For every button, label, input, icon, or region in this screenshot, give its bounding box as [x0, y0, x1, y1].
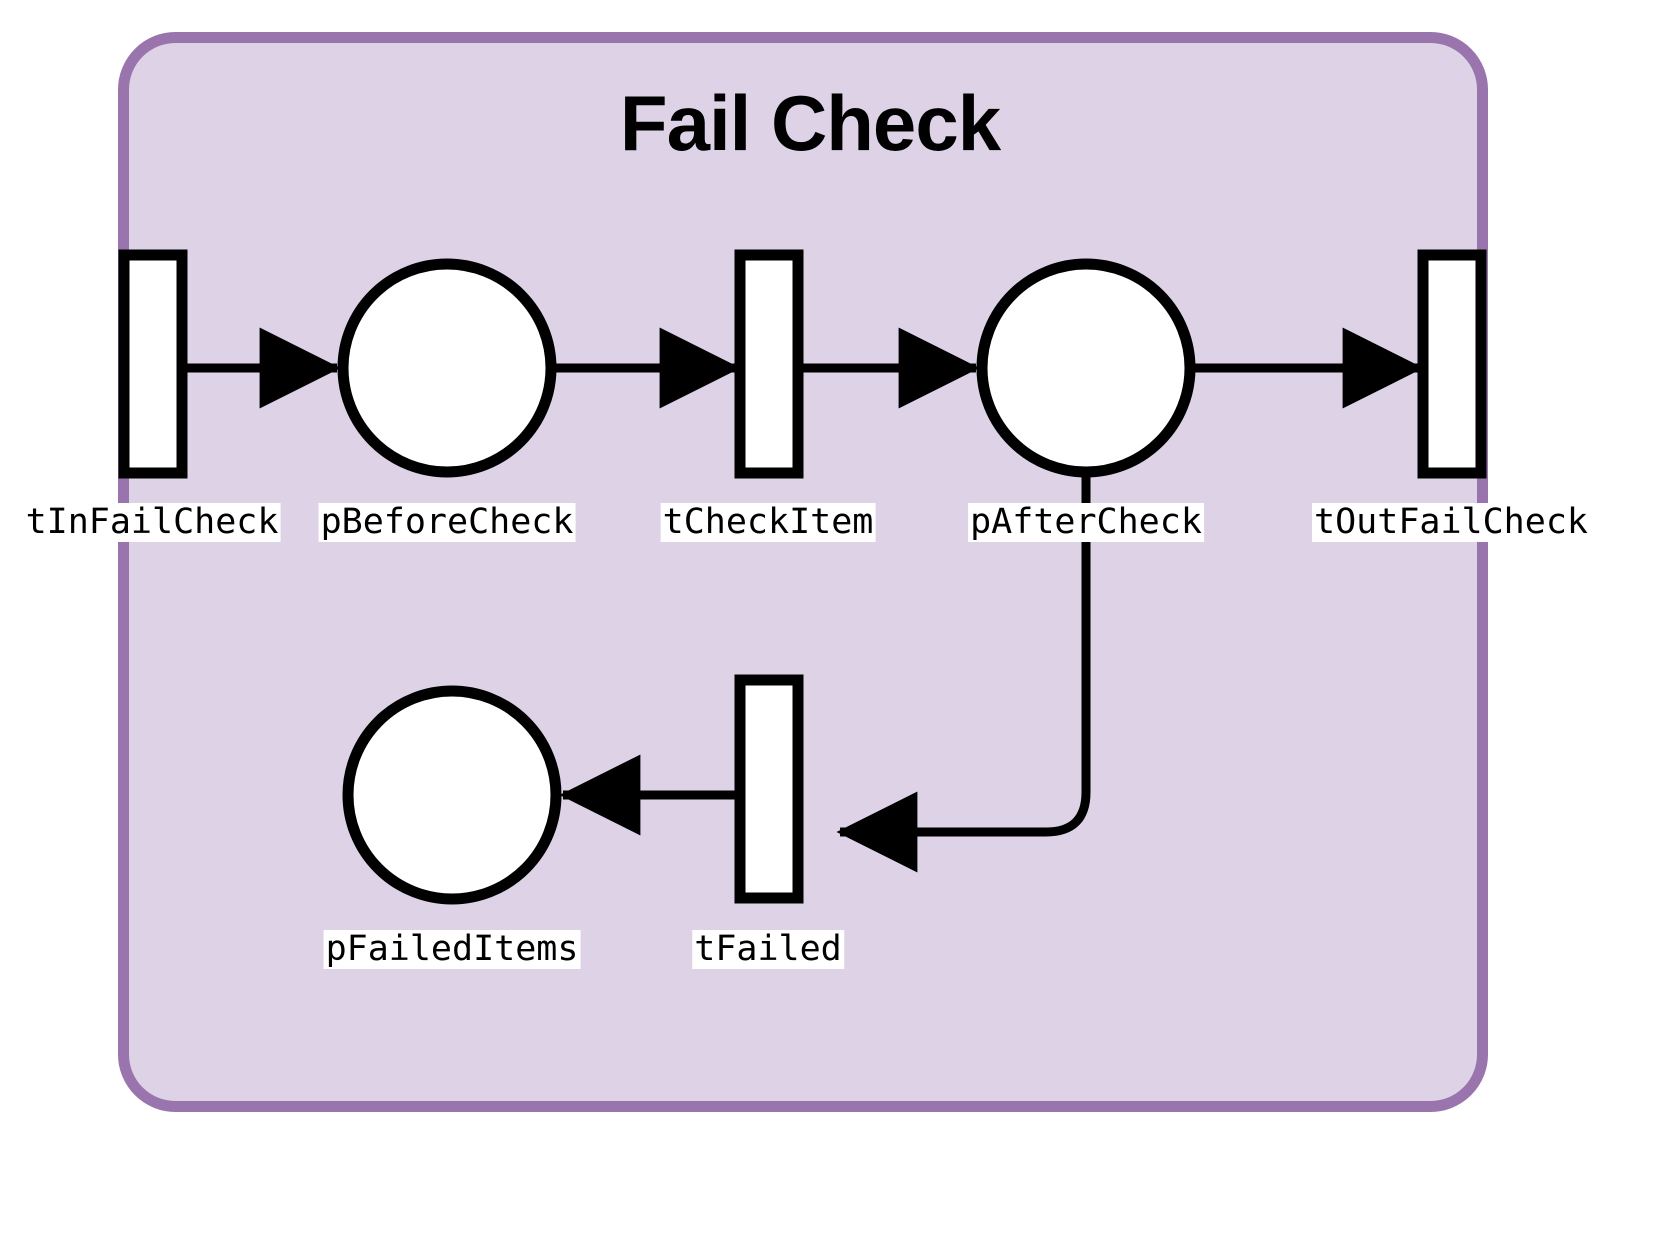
label-tcheckitem: tCheckItem: [660, 502, 876, 542]
place-pbeforecheck[interactable]: [337, 258, 557, 478]
label-pfaileditems: pFailedItems: [323, 929, 581, 969]
place-pfaileditems[interactable]: [342, 685, 562, 905]
transition-tcheckitem[interactable]: [734, 249, 804, 479]
group-title: Fail Check: [619, 79, 1001, 167]
transition-toutfailcheck[interactable]: [1417, 249, 1487, 479]
label-tfailed: tFailed: [692, 929, 844, 969]
label-toutfailcheck: tOutFailCheck: [1312, 502, 1590, 542]
transition-tfailed[interactable]: [734, 674, 804, 904]
place-paftercheck[interactable]: [976, 258, 1196, 478]
arc-paftercheck-to-tfailed: [836, 472, 1091, 873]
label-pbeforecheck: pBeforeCheck: [318, 502, 576, 542]
label-tinfailcheck: tInFailCheck: [23, 502, 281, 542]
label-paftercheck: pAfterCheck: [968, 502, 1204, 542]
transition-tinfailcheck[interactable]: [118, 249, 188, 479]
